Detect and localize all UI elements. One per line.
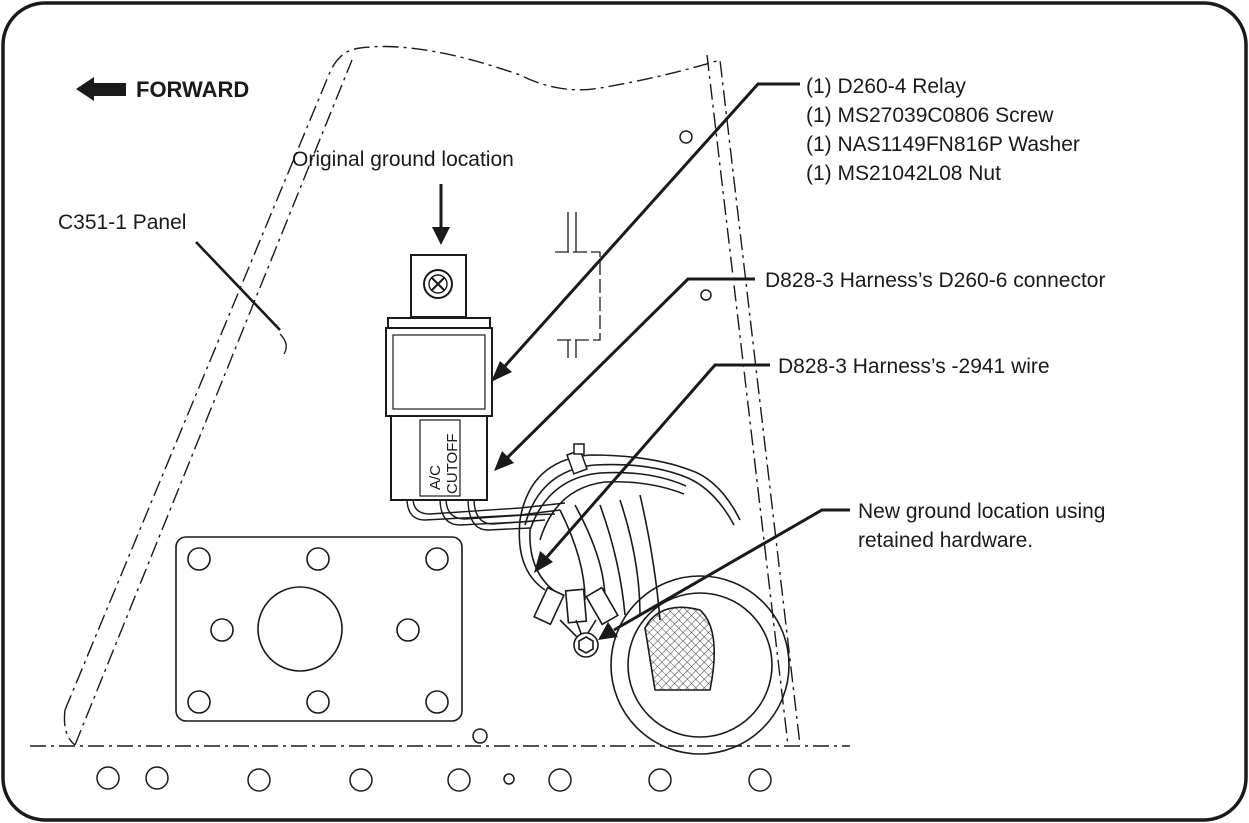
- arrowhead-icon: [598, 622, 618, 640]
- hardware-item: (1) MS21042L08 Nut: [806, 162, 1001, 185]
- hardware-item: (1) D260-4 Relay: [806, 75, 966, 98]
- relay-marking: A/C CUTOFF: [427, 433, 461, 494]
- forward-label: FORWARD: [136, 77, 249, 102]
- original-ground-label: Original ground location: [292, 148, 514, 171]
- connector-label: D828-3 Harness’s D260-6 connector: [765, 269, 1105, 292]
- relay: [385, 254, 493, 501]
- relay-wires: [406, 497, 566, 531]
- rivet-holes: [96, 130, 772, 792]
- connector-leader: [505, 277, 755, 460]
- hardware-item: (1) NAS1149FN816P Washer: [806, 133, 1080, 156]
- leader-arrowheads: [432, 227, 618, 640]
- background-component: [555, 212, 601, 358]
- arrowhead-icon: [432, 227, 450, 245]
- cable-tie: [566, 443, 588, 475]
- leader-lines: [195, 82, 850, 632]
- new-ground-label-line2: retained hardware.: [858, 529, 1033, 552]
- new-ground-leader: [613, 508, 850, 632]
- ring-terminals: [533, 586, 619, 658]
- arrowhead-icon: [534, 551, 553, 573]
- relay-marking-line1: A/C: [427, 465, 444, 490]
- hardware-item: (1) MS27039C0806 Screw: [806, 104, 1054, 127]
- mounting-plate: [175, 536, 463, 722]
- forward-indicator: FORWARD: [76, 77, 249, 102]
- panel-outline: [30, 45, 850, 747]
- relay-marking-line2: CUTOFF: [444, 433, 461, 494]
- new-ground-label: New ground location using retained hardw…: [858, 500, 1106, 552]
- wire-label: D828-3 Harness’s -2941 wire: [778, 355, 1050, 378]
- new-ground-label-line1: New ground location using: [858, 500, 1106, 523]
- forward-arrow-icon: [76, 77, 126, 101]
- relay-hardware-list: (1) D260-4 Relay (1) MS27039C0806 Screw …: [806, 75, 1080, 185]
- arrowhead-icon: [494, 451, 514, 471]
- panel-label: C351-1 Panel: [58, 211, 186, 234]
- panel-leader: [195, 241, 281, 331]
- screw-icon: [423, 269, 453, 299]
- arrowhead-icon: [491, 361, 512, 382]
- wire-leader: [544, 363, 770, 559]
- relay-leader: [503, 82, 800, 368]
